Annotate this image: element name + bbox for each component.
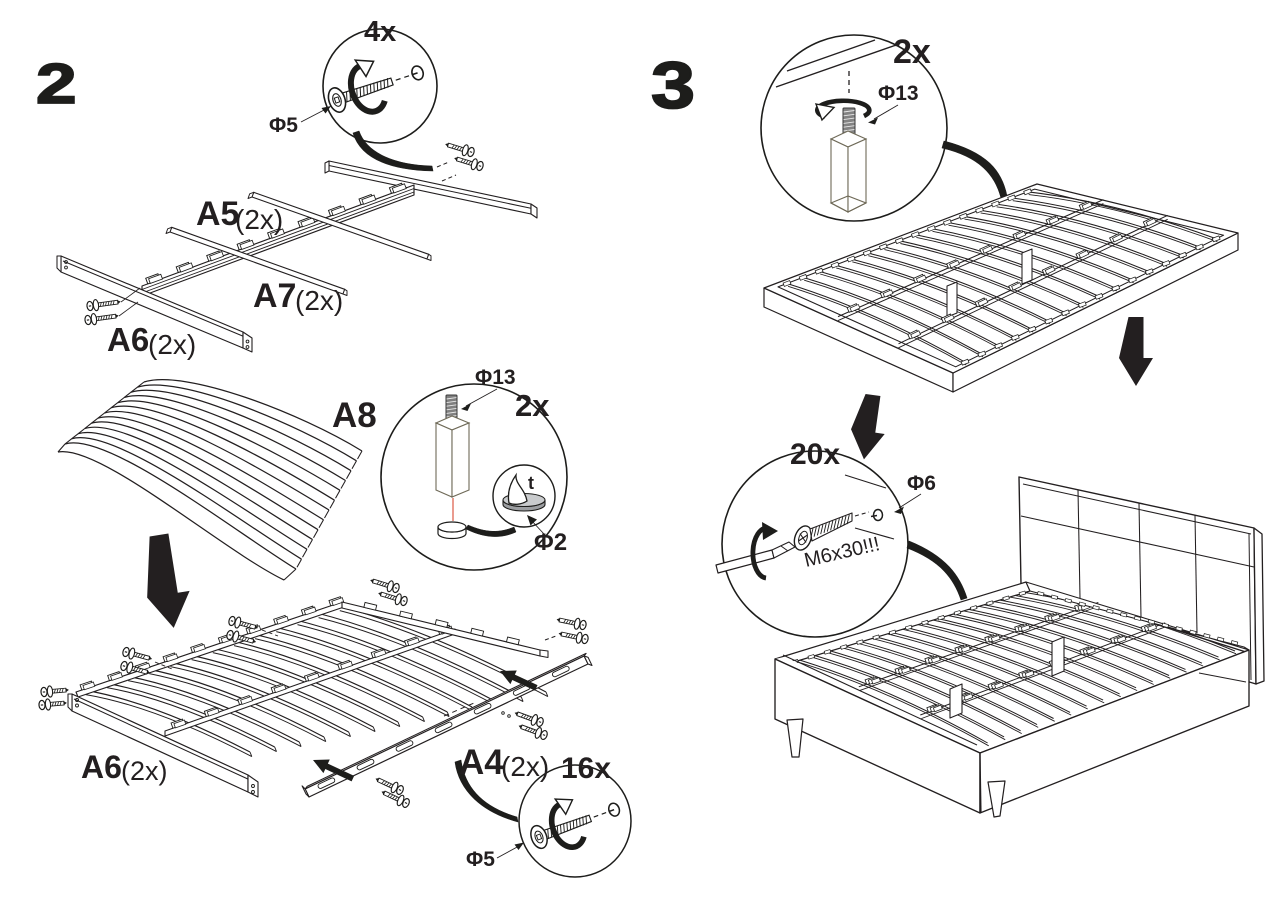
- svg-text:3: 3: [651, 49, 695, 122]
- svg-text:2: 2: [36, 52, 77, 116]
- svg-text:Φ6: Φ6: [907, 472, 936, 495]
- svg-text:A5: A5: [196, 195, 239, 233]
- svg-text:Φ5: Φ5: [269, 114, 298, 137]
- svg-text:16x: 16x: [561, 752, 611, 785]
- svg-text:Φ5: Φ5: [466, 848, 495, 871]
- svg-text:(2x): (2x): [501, 751, 549, 782]
- svg-text:(2x): (2x): [235, 204, 283, 235]
- svg-text:Φ2: Φ2: [534, 529, 567, 556]
- svg-text:4x: 4x: [364, 16, 396, 48]
- svg-text:Φ13: Φ13: [475, 366, 516, 389]
- svg-text:(2x): (2x): [121, 756, 168, 786]
- svg-text:A7: A7: [253, 277, 296, 315]
- svg-text:(2x): (2x): [148, 329, 196, 360]
- svg-text:A6: A6: [107, 321, 149, 358]
- svg-text:2x: 2x: [515, 388, 550, 423]
- svg-text:A6: A6: [81, 749, 122, 785]
- svg-text:Φ13: Φ13: [878, 82, 919, 105]
- svg-text:A4: A4: [459, 743, 504, 782]
- svg-text:20x: 20x: [790, 438, 840, 471]
- svg-text:A8: A8: [332, 396, 377, 435]
- svg-text:(2x): (2x): [295, 285, 343, 316]
- svg-text:2x: 2x: [893, 33, 931, 71]
- svg-text:t: t: [528, 473, 534, 493]
